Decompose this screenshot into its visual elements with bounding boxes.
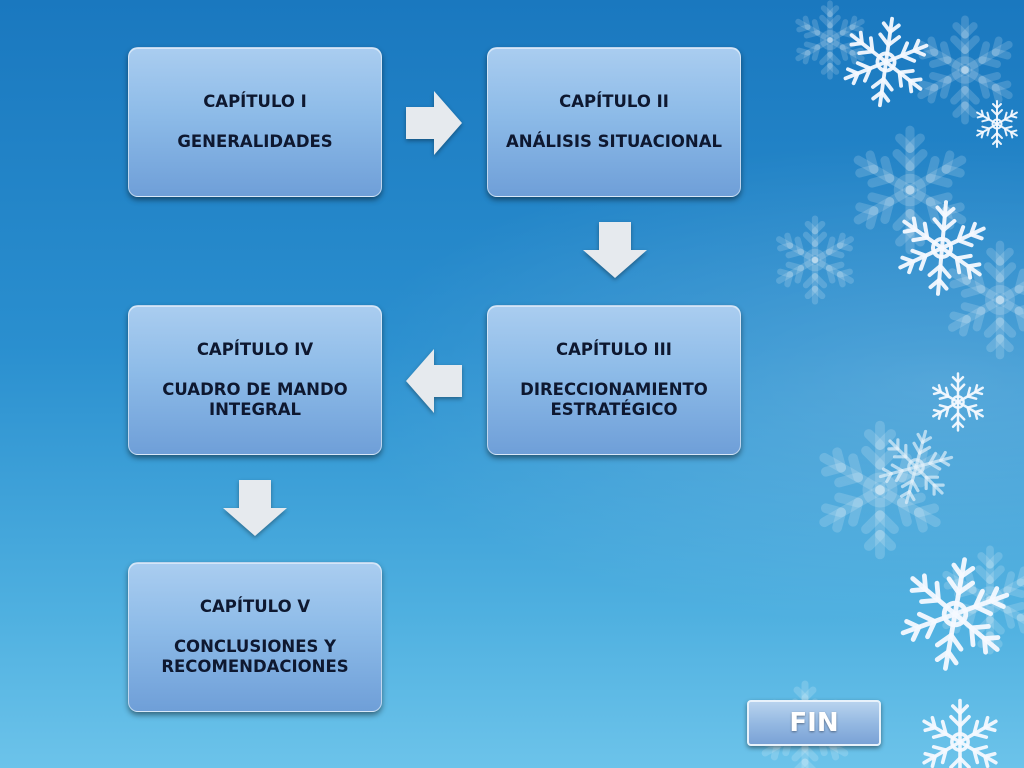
chapter-2-title: CAPÍTULO II (559, 92, 669, 111)
arrow-down-icon (583, 222, 647, 278)
chapter-5-box: CAPÍTULO V CONCLUSIONES Y RECOMENDACIONE… (128, 562, 382, 712)
arrow-down-icon (223, 480, 287, 536)
fin-button[interactable]: FIN (747, 700, 881, 746)
chapter-4-title: CAPÍTULO IV (196, 340, 314, 359)
chapter-3-title: CAPÍTULO III (556, 340, 672, 359)
arrow-right-icon (406, 91, 462, 155)
chapter-1-description: GENERALIDADES (177, 132, 333, 151)
chapter-4-box: CAPÍTULO IV CUADRO DE MANDO INTEGRAL (128, 305, 382, 455)
chapter-5-title: CAPÍTULO V (199, 597, 311, 616)
chapter-5-description: CONCLUSIONES Y RECOMENDACIONES (161, 637, 349, 676)
chapter-1-title: CAPÍTULO I (203, 92, 307, 111)
chapter-4-description: CUADRO DE MANDO INTEGRAL (162, 380, 348, 419)
chapter-1-box: CAPÍTULO I GENERALIDADES (128, 47, 382, 197)
arrow-left-icon (406, 349, 462, 413)
chapter-3-box: CAPÍTULO III DIRECCIONAMIENTO ESTRATÉGIC… (487, 305, 741, 455)
chapter-3-description: DIRECCIONAMIENTO ESTRATÉGICO (520, 380, 708, 419)
chapter-2-description: ANÁLISIS SITUACIONAL (506, 132, 722, 151)
chapter-2-box: CAPÍTULO II ANÁLISIS SITUACIONAL (487, 47, 741, 197)
